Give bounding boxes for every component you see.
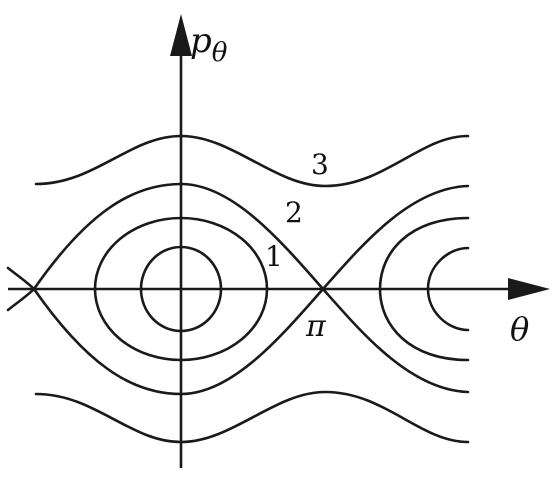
x-axis-label: θ xyxy=(510,310,529,348)
separatrix-upper-left xyxy=(32,182,325,291)
orbit-1 xyxy=(93,216,269,362)
rotation-orbit-lower xyxy=(34,390,470,444)
orbit-inner-right xyxy=(426,246,470,332)
x-axis-arrowhead xyxy=(508,278,550,300)
rotation-orbit-upper xyxy=(34,134,470,188)
orbit-1-right xyxy=(378,216,470,362)
separatrix-lower-left xyxy=(32,287,325,396)
curve-label-3: 3 xyxy=(311,148,329,181)
separatrix-lower-right xyxy=(321,287,470,394)
y-axis-label: pθ xyxy=(190,21,228,68)
curve-label-1: 1 xyxy=(265,240,283,273)
orbit-inner xyxy=(139,245,223,333)
y-axis-arrowhead xyxy=(170,14,192,56)
separatrix-upper-right xyxy=(321,184,470,291)
curve-label-2: 2 xyxy=(285,196,303,229)
separatrix-left-edge xyxy=(6,266,36,312)
pi-tick-label: π xyxy=(305,309,327,344)
